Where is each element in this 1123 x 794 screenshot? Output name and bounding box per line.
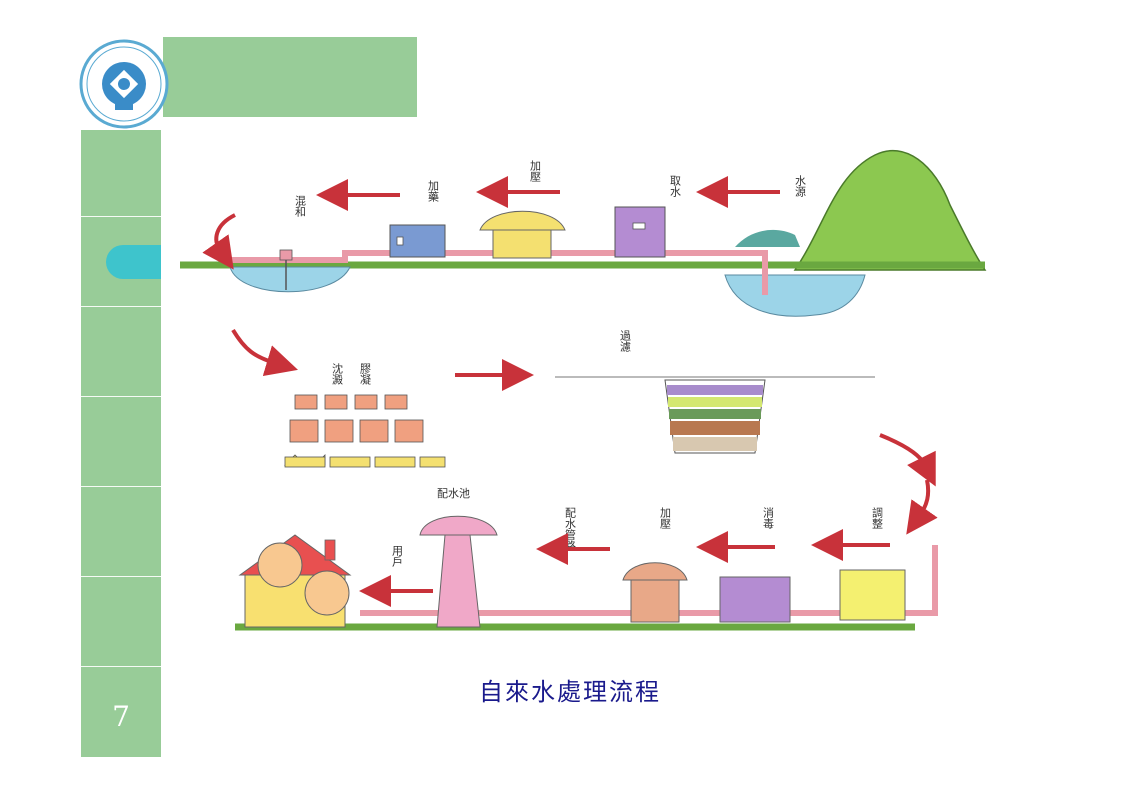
intake-building xyxy=(614,206,666,258)
arrow xyxy=(879,433,936,487)
label-filtration: 過濾 xyxy=(619,330,632,353)
sidebar-divider xyxy=(81,216,161,217)
label-distribution-tank: 配水池 xyxy=(437,487,470,500)
label-pressurize-2: 加壓 xyxy=(659,507,672,529)
arrow xyxy=(231,328,298,377)
label-distribution-pipes: 配水管路 xyxy=(564,507,577,552)
pressure-tank xyxy=(492,229,552,259)
sidebar-divider xyxy=(81,306,161,307)
sidebar-divider xyxy=(81,396,161,397)
university-logo xyxy=(79,39,169,129)
label-coagulation: 膠凝 xyxy=(359,363,372,386)
disinfection-tank xyxy=(719,576,791,623)
pressure-dome xyxy=(479,210,566,231)
face-avatar xyxy=(304,570,350,616)
label-mixing: 混和 xyxy=(294,195,307,218)
sedimentation-tanks xyxy=(284,394,446,468)
hill-shape xyxy=(735,229,800,247)
slide-caption: 自來水處理流程 xyxy=(479,678,661,706)
label-pressurize-1: 加壓 xyxy=(529,160,542,182)
arrow xyxy=(906,479,938,535)
face-avatar xyxy=(257,542,303,588)
label-intake: 取水 xyxy=(669,175,682,197)
page-number: 7 xyxy=(112,700,130,733)
label-add-chemicals: 加藥 xyxy=(427,180,440,202)
pressure-dome xyxy=(622,562,688,581)
pressure-tank xyxy=(630,579,680,623)
window xyxy=(396,236,404,246)
sidebar-divider xyxy=(81,666,161,667)
arrow xyxy=(202,213,236,270)
pipe xyxy=(360,545,938,616)
tower-top xyxy=(419,515,498,536)
adjustment-tank xyxy=(839,569,906,621)
label-user: 用戶 xyxy=(391,545,404,568)
label-adjustment: 調整 xyxy=(871,506,884,529)
window xyxy=(632,222,646,230)
label-disinfection: 消毒 xyxy=(762,506,775,530)
mountain-shape xyxy=(793,149,987,271)
water-treatment-diagram: 水源 取水 加壓 加藥 混和 膠凝 沈澱 過濾 調整 消毒 加壓 配水管路 配水 xyxy=(180,149,987,631)
corner-curve xyxy=(161,117,201,157)
mixing-basin xyxy=(229,266,351,293)
label-sedimentation: 沈澱 xyxy=(331,362,344,385)
left-sidebar xyxy=(81,130,161,757)
sidebar-divider xyxy=(81,486,161,487)
distribution-tower xyxy=(436,534,481,628)
label-water-source: 水源 xyxy=(794,175,807,198)
sidebar-tab xyxy=(106,245,161,279)
filter-bed xyxy=(664,379,766,454)
reservoir-water xyxy=(724,274,866,317)
mixer xyxy=(279,249,293,261)
sidebar-divider xyxy=(81,576,161,577)
header-band xyxy=(163,37,417,117)
pipe xyxy=(225,250,768,295)
